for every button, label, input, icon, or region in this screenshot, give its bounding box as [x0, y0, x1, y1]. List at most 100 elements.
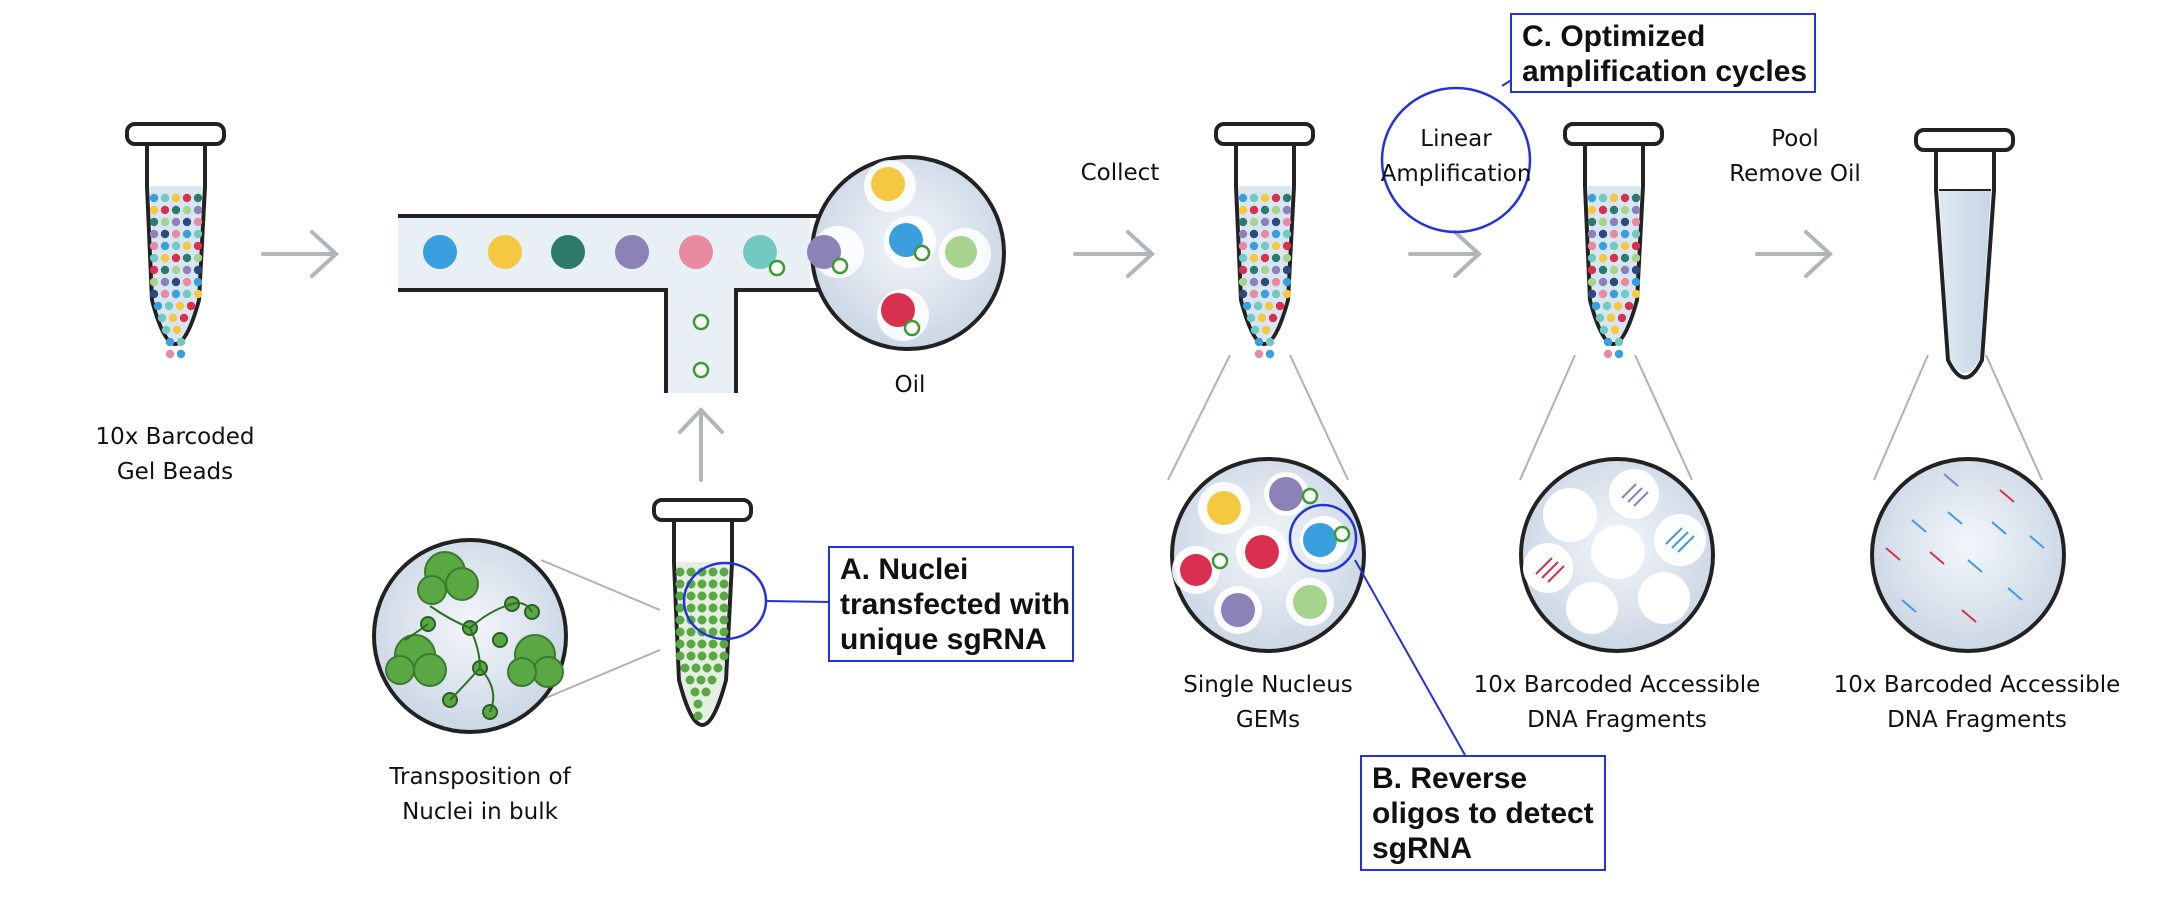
nucleus-dot	[686, 651, 696, 661]
bead	[1261, 325, 1271, 335]
bead	[1271, 217, 1281, 227]
nucleus-dot	[708, 603, 718, 613]
bead	[1257, 313, 1267, 323]
pooled-tube	[1873, 128, 2043, 481]
gel-bead	[871, 167, 905, 201]
nuclei-tube	[540, 498, 753, 727]
bead	[193, 241, 203, 251]
arrow-right-icon	[261, 230, 339, 278]
nucleus-dot	[675, 651, 685, 661]
bead	[1238, 205, 1248, 215]
gel-bead	[551, 235, 585, 269]
fragments-tube-1	[1519, 122, 1693, 481]
nucleus-dot	[691, 663, 701, 673]
bead	[1260, 229, 1270, 239]
bead	[1609, 229, 1619, 239]
gems-tube	[1167, 122, 1349, 481]
nucleus-dot	[680, 663, 690, 673]
nucleus-dot	[693, 699, 703, 709]
bead	[1242, 301, 1252, 311]
bead	[1617, 313, 1627, 323]
bead	[1282, 229, 1292, 239]
bead	[171, 193, 181, 203]
bead	[1249, 289, 1259, 299]
bead	[1631, 205, 1641, 215]
nucleus-dot	[702, 663, 712, 673]
bead	[149, 205, 159, 215]
nucleus-dot	[708, 591, 718, 601]
nucleus	[692, 313, 710, 331]
bead	[1631, 265, 1641, 275]
bead	[182, 253, 192, 263]
gel-bead	[881, 293, 915, 327]
bead	[193, 253, 203, 263]
bead	[149, 277, 159, 287]
bead	[1260, 241, 1270, 251]
bead	[182, 205, 192, 215]
nucleus-dot	[686, 591, 696, 601]
bead	[149, 265, 159, 275]
bead	[1238, 253, 1248, 263]
nucleus	[692, 361, 710, 379]
bead	[1246, 313, 1256, 323]
bead	[171, 241, 181, 251]
bead	[165, 349, 175, 359]
bead	[182, 277, 192, 287]
bead	[1587, 229, 1597, 239]
bead	[171, 289, 181, 299]
bead	[1282, 205, 1292, 215]
bead	[1260, 265, 1270, 275]
bead	[1260, 289, 1270, 299]
bead	[1598, 205, 1608, 215]
bead	[1587, 193, 1597, 203]
bead	[1598, 265, 1608, 275]
gel-bead	[488, 235, 522, 269]
bead	[1631, 217, 1641, 227]
arrow-right-icon	[1073, 230, 1155, 278]
bead	[1282, 241, 1292, 251]
bead	[1282, 217, 1292, 227]
bead	[182, 265, 192, 275]
bead	[1620, 229, 1630, 239]
bead	[1609, 241, 1619, 251]
bead	[160, 289, 170, 299]
bead	[1587, 241, 1597, 251]
microfluidic-chip	[398, 155, 1006, 393]
nucleus-dot	[719, 603, 729, 613]
bead	[1587, 277, 1597, 287]
nucleus-dot	[686, 603, 696, 613]
bead	[160, 253, 170, 263]
bead	[1631, 277, 1641, 287]
nucleus-dot	[708, 615, 718, 625]
bead	[1249, 277, 1259, 287]
bead	[179, 313, 189, 323]
bead	[1254, 349, 1264, 359]
bead	[1282, 277, 1292, 287]
bead	[1249, 265, 1259, 275]
callout-a-leader	[765, 600, 831, 603]
bead	[1598, 277, 1608, 287]
bead	[1268, 313, 1278, 323]
bead	[1238, 193, 1248, 203]
bead	[1606, 313, 1616, 323]
bead	[149, 289, 159, 299]
nucleus	[831, 257, 849, 275]
bead	[168, 313, 178, 323]
bead	[1609, 253, 1619, 263]
bead	[1587, 217, 1597, 227]
bead	[1264, 301, 1274, 311]
nucleus-dot	[693, 711, 703, 721]
bead	[1609, 217, 1619, 227]
bead	[1238, 241, 1248, 251]
bead	[1249, 229, 1259, 239]
bead	[1271, 289, 1281, 299]
nucleus-dot	[719, 579, 729, 589]
bead	[1271, 277, 1281, 287]
bead	[1614, 349, 1624, 359]
nucleus-dot	[719, 651, 729, 661]
